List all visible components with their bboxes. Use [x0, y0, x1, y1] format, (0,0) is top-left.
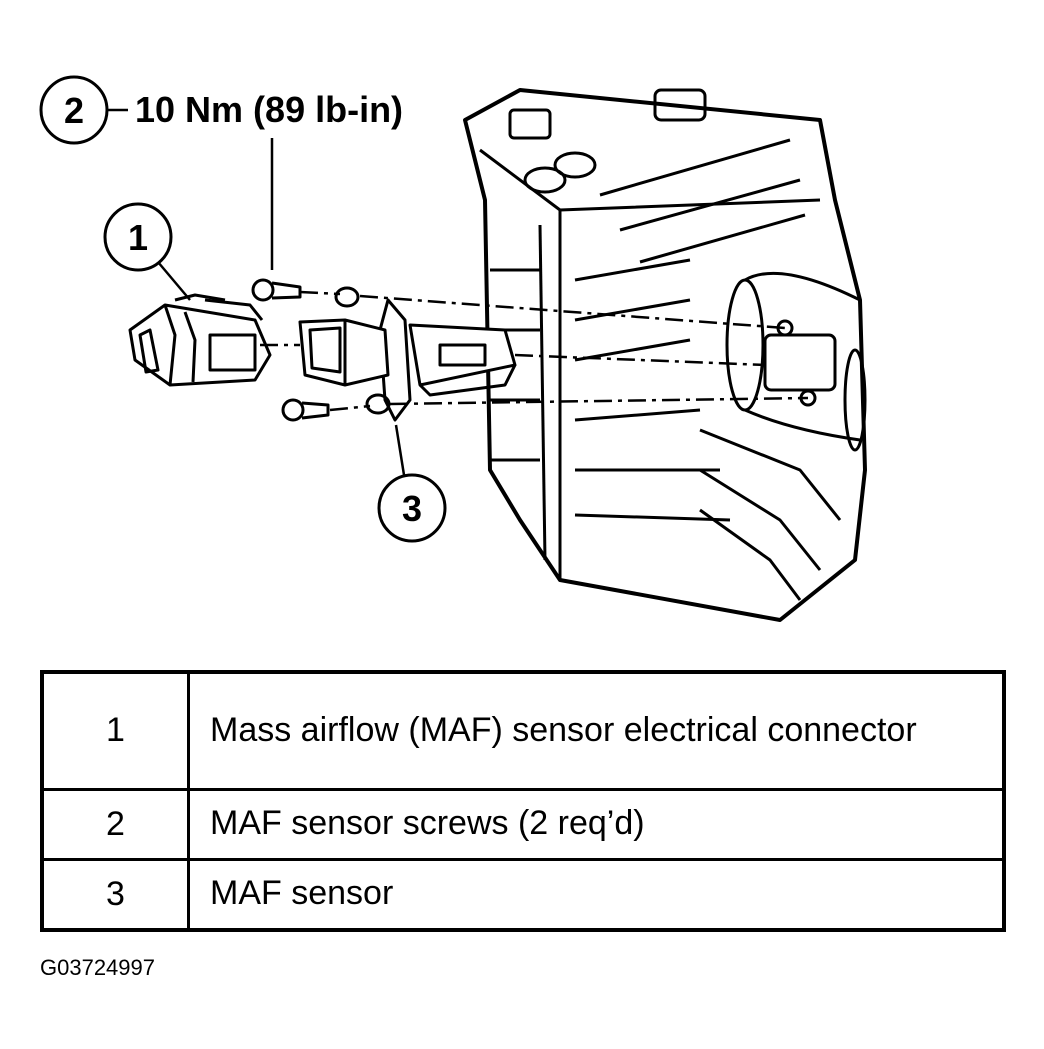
maf-sensor: [298, 286, 517, 422]
legend-description: Mass airflow (MAF) sensor electrical con…: [187, 670, 1006, 791]
legend-table: 1 Mass airflow (MAF) sensor electrical c…: [40, 670, 1006, 932]
figure-id: G03724997: [40, 955, 155, 980]
alignment-lines: [260, 290, 809, 412]
legend-description: MAF sensor screws (2 req’d): [187, 787, 1006, 861]
callout-1-circle: [103, 202, 173, 272]
callout-3-circle: [377, 473, 447, 543]
legend-number: 2: [40, 787, 190, 861]
legend-row: 2 MAF sensor screws (2 req’d): [40, 787, 1006, 861]
torque-spec-label: 10 Nm (89 lb-in): [135, 89, 403, 130]
air-cleaner-housing: [463, 88, 867, 622]
legend-number: 3: [40, 857, 190, 932]
callout-2-circle: [39, 75, 109, 145]
callout-1-label: 1: [128, 217, 148, 258]
electrical-connector: [128, 293, 272, 387]
maf-sensor-exploded-diagram: 1 2 3 10 Nm (89 lb-in): [39, 75, 867, 622]
callout-3-label: 3: [402, 488, 422, 529]
legend-number: 1: [40, 670, 190, 791]
leader-lines: [105, 108, 406, 476]
legend-row: 3 MAF sensor: [40, 857, 1006, 932]
legend-row: 1 Mass airflow (MAF) sensor electrical c…: [40, 670, 1006, 791]
legend-description: MAF sensor: [187, 857, 1006, 932]
callout-2-label: 2: [64, 90, 84, 131]
